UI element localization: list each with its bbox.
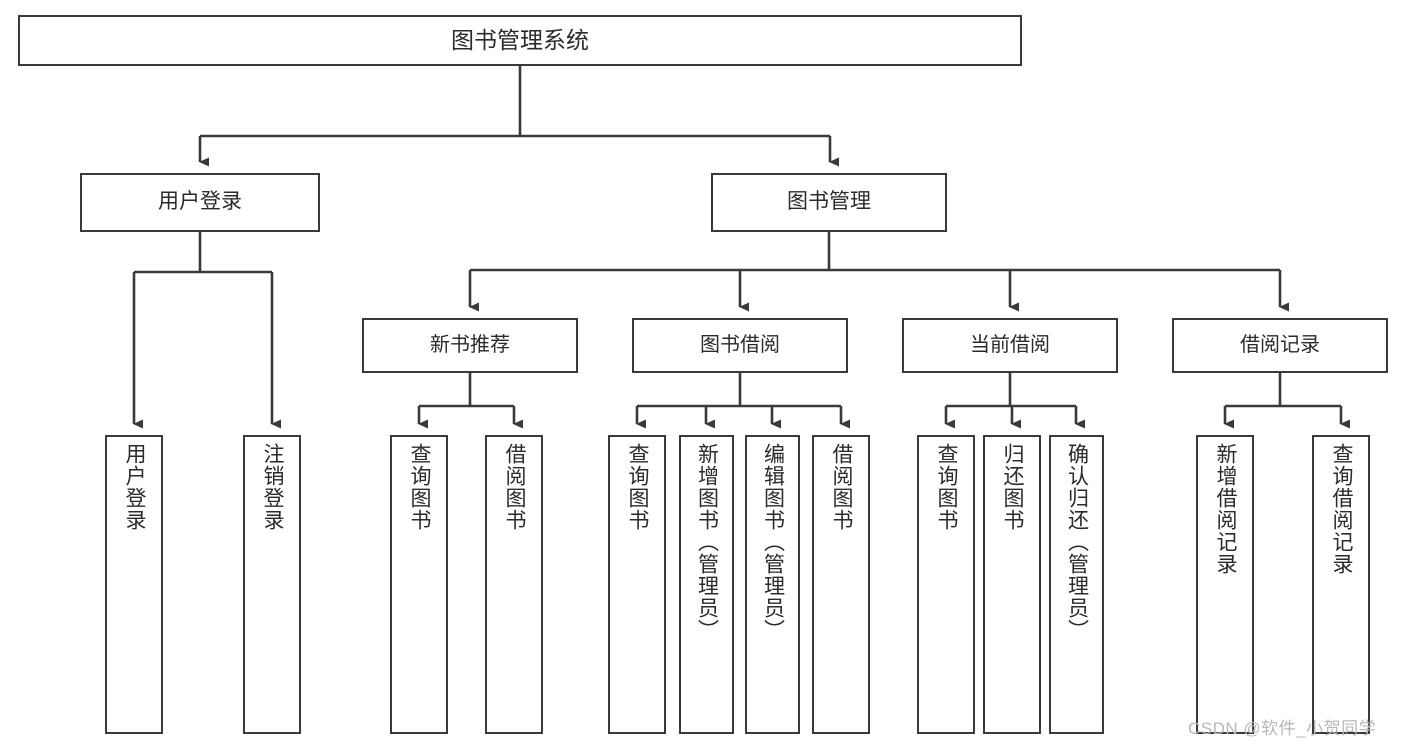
node-leaf-confirm-return-admin-label: 确认归还（管理员） [1065,443,1089,641]
node-leaf-borrow-book-label: 借阅图书 [830,443,854,531]
node-leaf-confirm-return-admin[interactable]: 确认归还（管理员） [1049,435,1104,734]
node-user-login-label: 用户登录 [158,190,242,214]
node-leaf-return-book-label: 归还图书 [1001,443,1025,531]
node-leaf-query-book-cur[interactable]: 查询图书 [917,435,975,734]
node-leaf-query-book-cur-label: 查询图书 [935,443,959,531]
node-leaf-edit-book-admin[interactable]: 编辑图书（管理员） [745,435,800,734]
node-borrow-record[interactable]: 借阅记录 [1172,318,1388,373]
node-new-book-recommend-label: 新书推荐 [430,333,510,356]
node-leaf-user-logout-label: 注销登录 [261,443,285,531]
node-book-manage[interactable]: 图书管理 [711,173,947,232]
node-leaf-user-logout[interactable]: 注销登录 [243,435,301,734]
node-book-borrow[interactable]: 图书借阅 [632,318,848,373]
node-leaf-user-login[interactable]: 用户登录 [105,435,163,734]
node-leaf-query-book-rec-label: 查询图书 [408,443,432,531]
node-leaf-borrow-book[interactable]: 借阅图书 [812,435,870,734]
node-leaf-borrow-book-rec-label: 借阅图书 [503,443,527,531]
node-leaf-edit-book-admin-label: 编辑图书（管理员） [761,443,785,641]
node-leaf-add-borrow-record[interactable]: 新增借阅记录 [1196,435,1254,734]
node-leaf-query-borrow-record-label: 查询借阅记录 [1330,443,1354,575]
node-leaf-add-borrow-record-label: 新增借阅记录 [1214,443,1238,575]
node-current-borrow[interactable]: 当前借阅 [902,318,1118,373]
node-leaf-query-book-borrow-label: 查询图书 [626,443,650,531]
node-leaf-query-book-rec[interactable]: 查询图书 [390,435,448,734]
node-borrow-record-label: 借阅记录 [1240,333,1320,356]
node-leaf-return-book[interactable]: 归还图书 [983,435,1041,734]
node-current-borrow-label: 当前借阅 [970,333,1050,356]
node-leaf-query-book-borrow[interactable]: 查询图书 [608,435,666,734]
node-book-borrow-label: 图书借阅 [700,333,780,356]
node-leaf-add-book-admin[interactable]: 新增图书（管理员） [679,435,734,734]
node-user-login[interactable]: 用户登录 [80,173,320,232]
watermark: CSDN @软件_小贺同学 [1188,719,1377,738]
node-root[interactable]: 图书管理系统 [18,15,1022,66]
node-leaf-borrow-book-rec[interactable]: 借阅图书 [485,435,543,734]
node-new-book-recommend[interactable]: 新书推荐 [362,318,578,373]
node-leaf-user-login-label: 用户登录 [123,443,147,531]
node-leaf-query-borrow-record[interactable]: 查询借阅记录 [1312,435,1370,734]
node-root-label: 图书管理系统 [451,26,589,53]
node-leaf-add-book-admin-label: 新增图书（管理员） [695,443,719,641]
node-book-manage-label: 图书管理 [787,190,871,214]
